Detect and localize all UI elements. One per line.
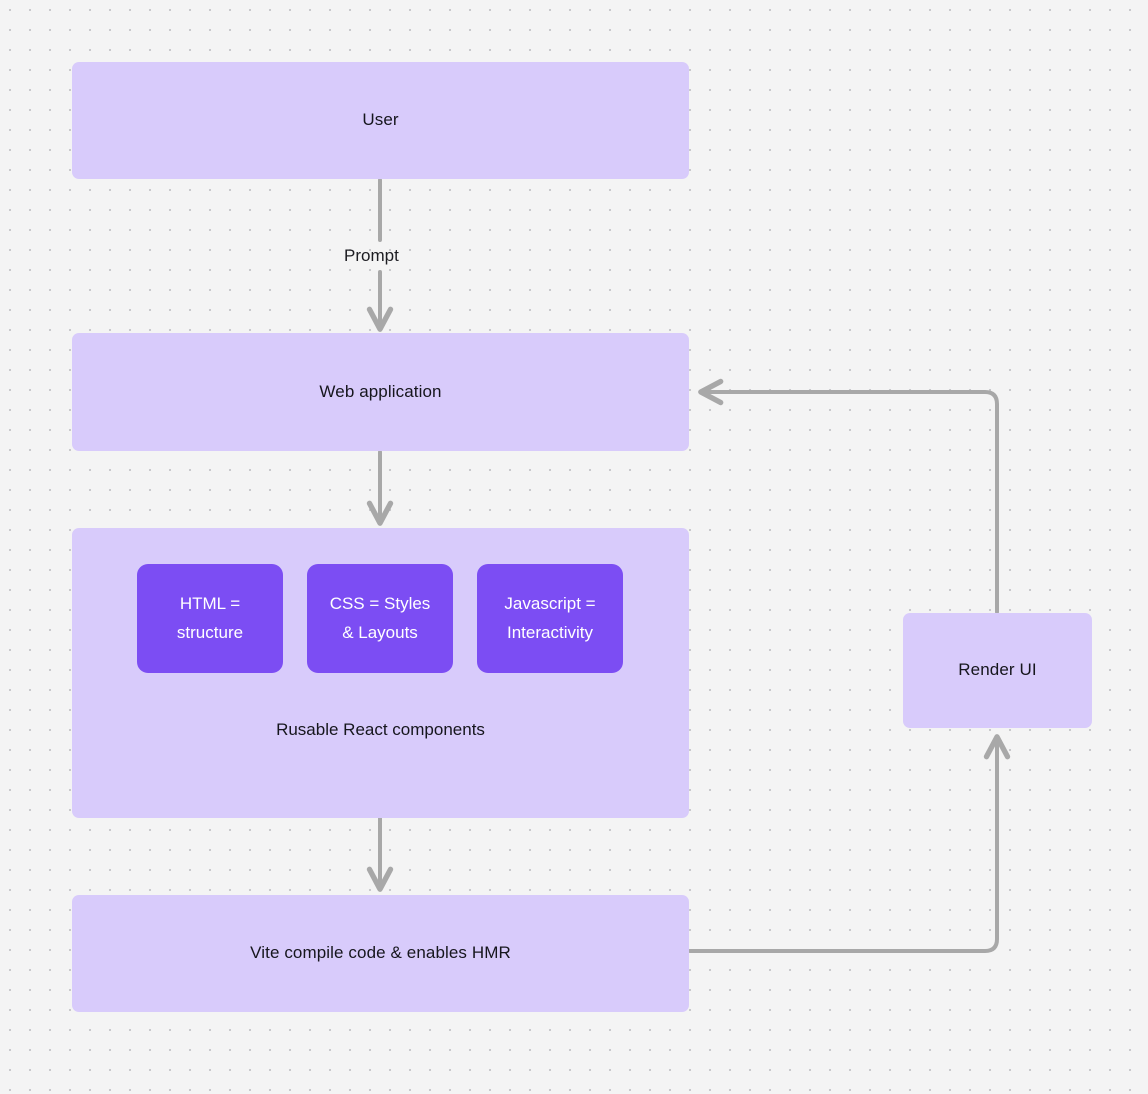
edge-vite-to-renderui — [688, 734, 1011, 953]
node-components-group-caption: Rusable React components — [276, 720, 485, 739]
edge-label-prompt: Prompt — [344, 246, 399, 265]
node-user-label: User — [362, 110, 399, 130]
node-render-ui-label: Render UI — [958, 660, 1037, 680]
chip-css-label: CSS = Styles & Layouts — [329, 593, 431, 642]
chip-javascript[interactable]: Javascript = Interactivity — [477, 564, 623, 673]
node-render-ui[interactable]: Render UI — [903, 613, 1092, 728]
chip-css[interactable]: CSS = Styles & Layouts — [307, 564, 453, 673]
chip-javascript-label: Javascript = Interactivity — [504, 593, 596, 642]
node-web-application-label: Web application — [319, 381, 442, 401]
node-vite[interactable]: Vite compile code & enables HMR — [72, 895, 689, 1012]
node-components-group[interactable]: HTML = structure CSS = Styles & Layouts … — [72, 528, 689, 818]
chip-html-label: HTML = structure — [176, 593, 244, 642]
node-vite-label: Vite compile code & enables HMR — [250, 943, 511, 963]
node-user[interactable]: User — [72, 62, 689, 179]
node-web-application[interactable]: Web application — [72, 333, 689, 451]
chip-html[interactable]: HTML = structure — [137, 564, 283, 673]
edge-renderui-to-webapp — [698, 378, 999, 614]
